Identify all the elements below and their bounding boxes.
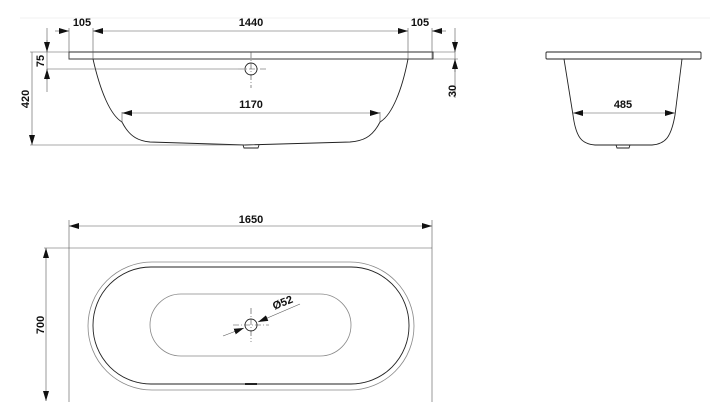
dim-rim-thickness: 30 bbox=[447, 85, 459, 97]
side-view: 105 1440 105 75 420 30 1170 bbox=[20, 17, 459, 149]
outer-rim-outline bbox=[87, 261, 415, 391]
dim-bottom-length: 1170 bbox=[239, 99, 263, 111]
end-rim bbox=[545, 51, 702, 60]
top-view: 1650 700 Ø52 bbox=[35, 214, 433, 402]
dim-drain-diameter: Ø52 bbox=[271, 294, 295, 313]
inner-rim-outline bbox=[92, 266, 410, 385]
dim-total-width: 700 bbox=[35, 316, 47, 334]
end-body bbox=[563, 58, 683, 146]
overflow-symbol bbox=[238, 52, 268, 88]
dim-total-height: 420 bbox=[20, 90, 32, 108]
dim-rim-right: 105 bbox=[411, 17, 429, 29]
dim-total-length: 1650 bbox=[239, 214, 263, 226]
basin-floor-outline bbox=[149, 293, 352, 357]
end-view: 485 bbox=[545, 51, 702, 149]
drain-symbol bbox=[222, 303, 301, 342]
dim-overflow-height: 75 bbox=[35, 55, 47, 67]
dim-rim-left: 105 bbox=[73, 17, 91, 29]
dim-bottom-width: 485 bbox=[614, 99, 632, 111]
dim-inner-length: 1440 bbox=[239, 17, 263, 29]
